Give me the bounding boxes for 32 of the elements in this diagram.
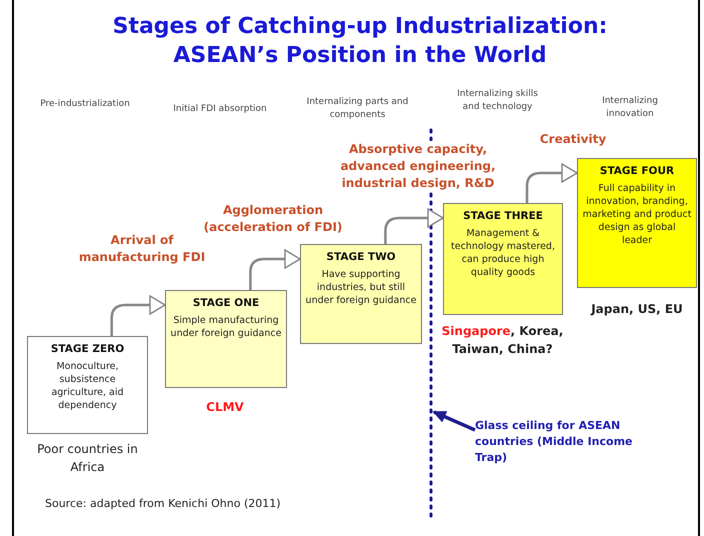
callout-text: Glass ceiling for ASEAN countries (Middle Income Trap) — [475, 418, 635, 466]
phase-label: Initial FDI absorption — [172, 103, 268, 116]
stage-description: Management & technology mastered, can produce high quality goods — [450, 227, 556, 279]
stage-heading: STAGE TWO — [325, 251, 397, 263]
phase-label: Internalizing parts and components — [306, 96, 410, 122]
title: Stages of Catching-up Industrialization: ASEAN’s Position in the World — [112, 13, 608, 70]
country-note: CLMV — [205, 399, 245, 416]
stage-description: Full capability in innovation, branding, marketing and product design as global leader — [582, 182, 692, 247]
stage-heading: STAGE ZERO — [50, 343, 126, 355]
source-note: Source: adapted from Kenichi Ohno (2011) — [45, 497, 281, 510]
phase-label: Pre-industrialization — [39, 98, 131, 111]
stage-description: Simple manufacturing under foreign guidance — [170, 314, 282, 340]
stage-description: Monoculture, subsistence agriculture, aid dependency — [50, 360, 125, 412]
arrow — [110, 295, 166, 336]
country-note: Poor countries in Africa — [36, 441, 139, 476]
arrow — [433, 410, 476, 432]
arrow — [384, 208, 444, 244]
phase-label: Internalizing skills and technology — [456, 88, 539, 114]
stage-heading: STAGE FOUR — [598, 165, 676, 177]
phase-label: Internalizing innovation — [601, 95, 659, 121]
country-note: Singapore, Korea, Taiwan, China? — [440, 323, 564, 358]
country-note: Japan, US, EU — [590, 301, 684, 318]
stage-box — [27, 336, 148, 434]
arrow — [526, 163, 578, 203]
arrow — [249, 249, 301, 290]
stage-description: Have supporting industries, but still under foreign guidance — [305, 268, 417, 307]
stage-box — [443, 203, 563, 315]
stage-box — [165, 290, 287, 388]
stage-box — [577, 158, 697, 288]
stage-heading: STAGE THREE — [462, 210, 544, 222]
stage-heading: STAGE ONE — [192, 297, 260, 309]
stage-box — [300, 244, 422, 344]
